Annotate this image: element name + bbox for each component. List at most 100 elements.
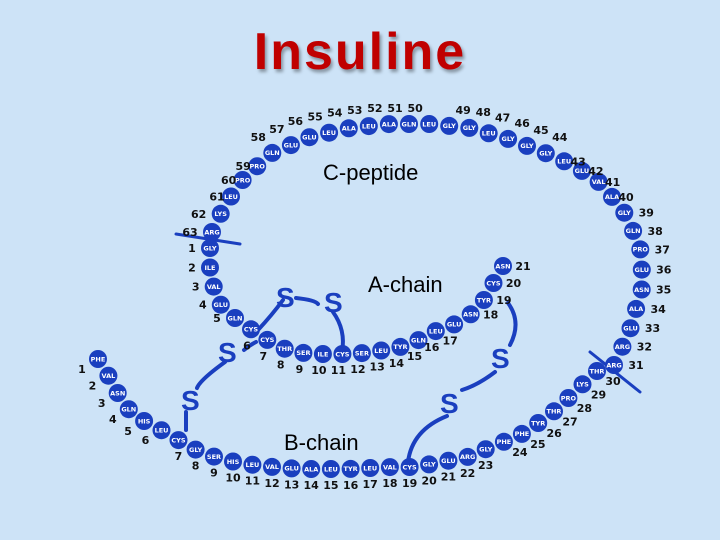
residue-abbreviation: SER <box>296 349 310 357</box>
residue-bead <box>89 350 107 368</box>
residue-bead <box>589 172 608 191</box>
residue-number: 28 <box>577 402 592 415</box>
disulfide-s-b19: S <box>440 388 459 419</box>
residue-number: 20 <box>421 474 437 487</box>
residue-abbreviation: LEU <box>482 130 496 138</box>
residue-number: 6 <box>243 339 251 352</box>
residue-number: 54 <box>327 106 343 119</box>
residue-number: 26 <box>547 427 563 440</box>
residue-abbreviation: GLY <box>443 122 456 130</box>
residue-abbreviation: PRO <box>250 163 266 171</box>
residue-number: 10 <box>225 472 241 485</box>
residue-abbreviation: PRO <box>561 394 577 402</box>
residue-bead <box>559 389 578 407</box>
residue-number: 12 <box>264 477 279 490</box>
residue-abbreviation: GLU <box>302 134 317 142</box>
residue-bead <box>186 440 205 459</box>
residue-number: 34 <box>650 303 666 316</box>
residue-abbreviation: ASN <box>634 286 649 294</box>
residue-number: 30 <box>605 375 621 388</box>
residue-bead <box>613 337 632 356</box>
residue-bead <box>205 447 223 466</box>
residue-abbreviation: GLY <box>203 244 216 252</box>
residue-number: 56 <box>288 115 304 128</box>
disulfide-s-a20: S <box>491 343 510 374</box>
residue-abbreviation: LYS <box>576 381 589 389</box>
residue-bead <box>222 187 240 206</box>
residue-bead <box>499 129 518 148</box>
residue-abbreviation: GLU <box>441 457 456 465</box>
residue-abbreviation: ALA <box>342 125 356 133</box>
residue-abbreviation: GLU <box>447 321 462 329</box>
residue-bead <box>320 123 339 142</box>
residue-abbreviation: THR <box>277 345 292 353</box>
residue-abbreviation: VAL <box>265 463 279 471</box>
b-chain-residue: LEU 6 <box>142 421 171 447</box>
residue-bead <box>169 431 188 450</box>
residue-number: 9 <box>210 467 218 480</box>
residue-number: 6 <box>142 434 150 447</box>
residue-bead <box>248 157 267 176</box>
residue-bead <box>203 223 221 241</box>
residue-number: 43 <box>571 155 586 168</box>
residue-abbreviation: PHE <box>515 430 530 438</box>
residue-abbreviation: GLN <box>411 336 426 344</box>
bond-a20-b19-mid <box>460 370 497 392</box>
residue-number: 32 <box>637 341 652 354</box>
residue-abbreviation: HIS <box>227 458 240 466</box>
residue-number: 17 <box>363 478 378 491</box>
residue-number: 63 <box>182 226 197 239</box>
residue-number: 52 <box>367 102 382 115</box>
residue-abbreviation: LEU <box>155 427 169 435</box>
residue-abbreviation: ASN <box>463 311 478 319</box>
residue-abbreviation: PHE <box>91 355 106 363</box>
residue-abbreviation: TYR <box>344 465 358 473</box>
residue-bead <box>555 152 574 171</box>
residue-bead <box>445 315 464 334</box>
residue-number: 41 <box>605 176 620 189</box>
residue-number: 10 <box>311 364 327 377</box>
bond-a6-a11-link <box>294 296 320 306</box>
residue-bead <box>572 161 591 180</box>
residue-number: 1 <box>78 363 86 376</box>
residue-abbreviation: LEU <box>322 129 336 137</box>
residue-abbreviation: LEU <box>422 120 436 128</box>
residue-number: 19 <box>496 294 511 307</box>
residue-number: 3 <box>192 281 200 294</box>
bond-a6-left <box>256 298 285 332</box>
residue-abbreviation: GLY <box>520 142 533 150</box>
residue-number: 2 <box>188 262 196 275</box>
residue-number: 11 <box>331 364 346 377</box>
residue-bead <box>242 320 260 339</box>
residue-bead <box>479 124 498 143</box>
residue-abbreviation: TYR <box>477 296 491 304</box>
residue-number: 13 <box>370 361 385 374</box>
residue-bead <box>275 339 294 358</box>
b-chain-residue: HIS 10 <box>224 452 242 485</box>
